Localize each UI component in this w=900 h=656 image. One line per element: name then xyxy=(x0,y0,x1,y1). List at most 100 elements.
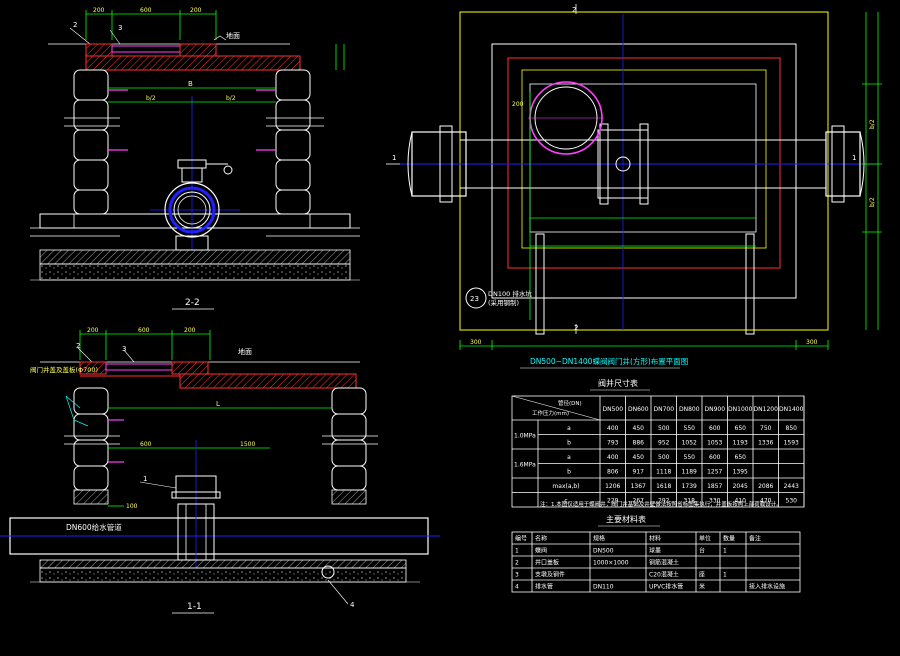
plan-view: 2 2 1 1 200 xyxy=(386,4,882,369)
s22-title: 2-2 xyxy=(185,298,200,308)
dim-table-cell: 650 xyxy=(735,454,747,461)
s22-dim-B: B xyxy=(188,80,193,88)
plan-dim-300-right: 300 xyxy=(806,339,818,346)
dim-table-cell: 400 xyxy=(607,454,619,461)
dim-table-cell: 410 xyxy=(735,498,747,505)
s11-callout-2: 2 xyxy=(76,342,80,350)
s22-dim-b2-left: b/2 xyxy=(146,95,156,102)
s11-dim-200-right: 200 xyxy=(184,327,196,334)
mat-table-cell: 1 xyxy=(723,548,727,555)
mat-table-cell: 接入排水设施 xyxy=(749,583,785,591)
s22-dim-b2-right: b/2 xyxy=(226,95,236,102)
dim-table-header: DN500 xyxy=(602,406,623,413)
mat-table-cell: UPVC排水管 xyxy=(649,583,683,591)
section-1-1: 200 600 200 地面 2 3 阀门井盖及盖板(Φ700) xyxy=(0,327,440,614)
dim-table-corner-bottom: 工作压力(mm) xyxy=(532,409,569,417)
mat-table-header: 名称 xyxy=(535,535,547,543)
dim-table-cell: 1206 xyxy=(605,483,620,490)
plan-side-dim-top: b/2 xyxy=(869,119,876,129)
dim-table-cell: 750 xyxy=(760,425,772,432)
mat-table-cell: 3 xyxy=(515,572,519,579)
dimension-table: 阀井尺寸表 注：1.本图仅适用于蝶阀井，阀门井基础及井壁做法按照省标图集执行，井… xyxy=(511,378,805,508)
dim-table-diagonal xyxy=(511,395,601,421)
mat-table-cell: DN500 xyxy=(593,548,614,555)
dim-table-header: DN1400 xyxy=(779,406,804,413)
section-2-2: 200 600 200 地面 2 3 xyxy=(30,7,360,310)
dim-table-cell: 550 xyxy=(684,454,696,461)
mat-table-cell: 2 xyxy=(515,560,519,567)
mat-table-title: 主要材料表 xyxy=(606,514,646,524)
dim-table-cell: 1336 xyxy=(758,440,773,447)
dim-table-header: DN900 xyxy=(704,406,725,413)
plan-title: DN500~DN1400蝶阀阀门井(方形)布置平面图 xyxy=(530,356,688,366)
dim-table-cell: 1739 xyxy=(682,483,697,490)
s11-dim-L: L xyxy=(216,400,220,408)
dim-table-cell: 1367 xyxy=(631,483,646,490)
dim-table-cell: 1395 xyxy=(733,469,748,476)
mat-table-cell: 井口盖板 xyxy=(535,559,559,567)
mat-table-header: 单位 xyxy=(699,535,711,543)
mat-table-cell: 钢筋混凝土 xyxy=(649,559,679,567)
dim-table-cell: 530 xyxy=(786,498,798,505)
dim-table-cell: 2045 xyxy=(733,483,748,490)
dim-table-row-label: a xyxy=(567,425,571,432)
s22-callout-3: 3 xyxy=(118,24,122,32)
dim-table-row-label: b xyxy=(567,469,571,476)
plan-note-num: 23 xyxy=(470,295,479,303)
s11-pipe-label: DN600给水管道 xyxy=(66,522,122,532)
dim-table-cell: 318 xyxy=(684,498,696,505)
dim-table-cell: 2443 xyxy=(784,483,799,490)
mat-table-cell: 1000×1000 xyxy=(593,560,629,567)
plan-cut-right: 1 xyxy=(852,154,856,162)
dim-table-row-label: c xyxy=(564,498,567,505)
plan-dim-200: 200 xyxy=(512,101,524,108)
dim-table-cell: 952 xyxy=(658,440,670,447)
dim-table-cell: 600 xyxy=(709,454,721,461)
dim-table-cell: 450 xyxy=(633,425,645,432)
dim-table-cell: 917 xyxy=(633,469,645,476)
s11-callout-1: 1 xyxy=(143,475,147,483)
s11-dim-100: 100 xyxy=(126,503,138,510)
s11-callout-4: 4 xyxy=(350,601,355,609)
dim-table-cell: 330 xyxy=(709,498,721,505)
mat-table-cell: 1 xyxy=(515,548,519,555)
mat-table-frame xyxy=(511,531,801,593)
mat-table-cell: 排水管 xyxy=(535,583,553,591)
dim-table-pressure-2: 1.6MPa xyxy=(514,462,536,469)
dim-table-cell: 1857 xyxy=(707,483,722,490)
dim-table-cell: 292 xyxy=(658,498,670,505)
dim-table-cell: 650 xyxy=(735,425,747,432)
s11-dim-600: 600 xyxy=(138,327,150,334)
dim-table-row-label: a xyxy=(567,454,571,461)
plan-note-text: DN100 排水坑 (采用钢制) xyxy=(488,289,534,307)
dim-table-cell: 806 xyxy=(607,469,619,476)
s22-ground-label: 地面 xyxy=(226,31,240,40)
dim-table-cell: 470 xyxy=(760,498,772,505)
dim-table-cell: 1118 xyxy=(656,469,671,476)
s11-dim-600: 600 xyxy=(140,441,152,448)
dim-table-cell: 450 xyxy=(633,454,645,461)
dim-table-cell: 1193 xyxy=(733,440,748,447)
dim-table-cell: 600 xyxy=(709,425,721,432)
s22-dim-200-left: 200 xyxy=(93,7,105,14)
s11-dim-1500: 1500 xyxy=(240,441,255,448)
dim-table-cell: 886 xyxy=(633,440,645,447)
dim-table-row-label: b xyxy=(567,440,571,447)
mat-table-cell: 球墨 xyxy=(649,547,661,555)
mat-table-cell: 米 xyxy=(699,583,705,591)
mat-table-header: 备注 xyxy=(749,535,761,543)
s11-ground-label: 地面 xyxy=(238,347,252,356)
dim-table-cell: 850 xyxy=(786,425,798,432)
dim-table-cell: 229 xyxy=(607,498,619,505)
plan-cut-top: 2 xyxy=(572,6,576,14)
mat-table-header: 规格 xyxy=(593,535,605,543)
dim-table-header: DN800 xyxy=(679,406,700,413)
s11-title: 1-1 xyxy=(187,602,202,612)
dim-table-cell: 1618 xyxy=(656,483,671,490)
mat-table-cell: 支墩及钢件 xyxy=(535,571,565,579)
dim-table-corner-top: 管径(DN) xyxy=(558,399,582,407)
dim-table-note: 注：1.本图仅适用于蝶阀井，阀门井基础及井壁做法按照省标图集执行，井盖板按照上部… xyxy=(540,500,782,508)
s11-callout-3: 3 xyxy=(122,345,126,353)
mat-table-header: 数量 xyxy=(723,535,735,543)
dim-table-title: 阀井尺寸表 xyxy=(598,378,638,388)
